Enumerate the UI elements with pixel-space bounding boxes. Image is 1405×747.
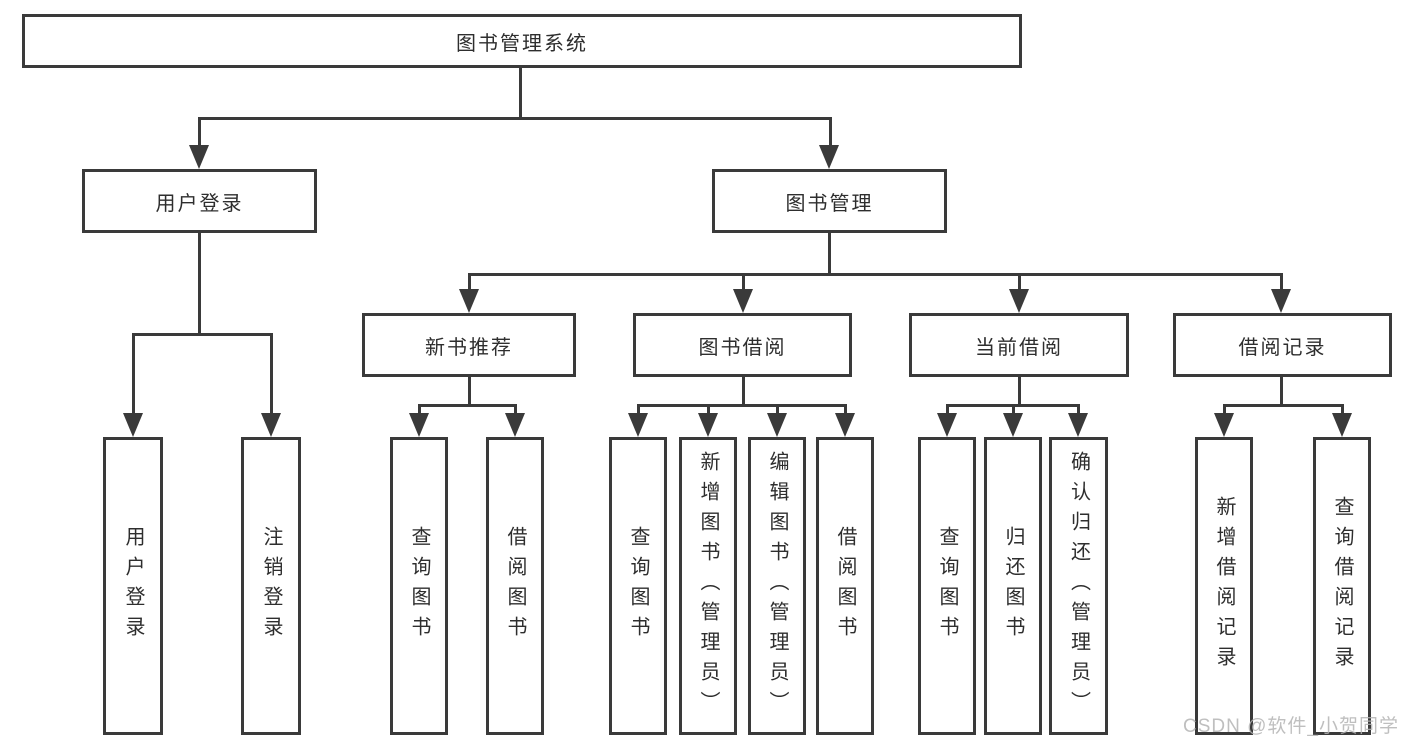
arrowhead-down-icon (459, 289, 479, 313)
arrowhead-down-icon (1332, 413, 1352, 437)
connector-vline (776, 404, 779, 416)
connector-vline (198, 232, 201, 336)
node-borrowing-records: 借阅记录 (1173, 313, 1392, 377)
node-user-login: 用户登录 (82, 169, 317, 233)
connector-hline (132, 333, 273, 336)
arrowhead-down-icon (1271, 289, 1291, 313)
leaf-label: 查询图书 (936, 526, 958, 646)
leaf-label: 查询借阅记录 (1331, 496, 1353, 676)
arrowhead-down-icon (1068, 413, 1088, 437)
connector-vline (1018, 376, 1021, 407)
connector-vline (468, 273, 471, 291)
connector-vline (468, 376, 471, 407)
arrowhead-down-icon (1003, 413, 1023, 437)
node-current-borrowing: 当前借阅 (909, 313, 1129, 377)
leaf-query-books: 查询图书 (609, 437, 667, 735)
connector-vline (418, 404, 421, 416)
arrowhead-down-icon (123, 413, 143, 437)
leaf-label: 用户登录 (122, 526, 144, 646)
leaf-label: 借阅图书 (834, 526, 856, 646)
arrowhead-down-icon (261, 413, 281, 437)
csdn-watermark: CSDN @软件_小贺同学 (1183, 716, 1399, 737)
leaf-add-borrow-record: 新增借阅记录 (1195, 437, 1253, 735)
node-library-management-system: 图书管理系统 (22, 14, 1022, 68)
connector-vline (946, 404, 949, 416)
leaf-query-books: 查询图书 (918, 437, 976, 735)
leaf-label: 借阅图书 (504, 526, 526, 646)
arrowhead-down-icon (628, 413, 648, 437)
arrowhead-down-icon (733, 289, 753, 313)
connector-vline (1341, 404, 1344, 416)
connector-vline (829, 117, 832, 149)
connector-hline (637, 404, 847, 407)
leaf-query-borrow-record: 查询借阅记录 (1313, 437, 1371, 735)
connector-vline (514, 404, 517, 416)
connector-vline (1223, 404, 1226, 416)
leaf-label: 编辑图书（管理员） (766, 451, 788, 721)
connector-vline (270, 333, 273, 415)
node-book-management: 图书管理 (712, 169, 947, 233)
leaf-borrow-books: 借阅图书 (816, 437, 874, 735)
connector-vline (1012, 404, 1015, 416)
node-label: 新书推荐 (425, 336, 513, 359)
leaf-label: 归还图书 (1002, 526, 1024, 646)
connector-vline (637, 404, 640, 416)
arrowhead-down-icon (698, 413, 718, 437)
connector-vline (519, 67, 522, 119)
connector-vline (1280, 273, 1283, 291)
connector-vline (132, 333, 135, 415)
node-label: 用户登录 (155, 192, 244, 215)
node-book-borrowing: 图书借阅 (633, 313, 852, 377)
connector-hline (468, 273, 1283, 276)
connector-vline (198, 117, 201, 149)
leaf-query-books: 查询图书 (390, 437, 448, 735)
leaf-label: 查询图书 (627, 526, 649, 646)
leaf-return-books: 归还图书 (984, 437, 1042, 735)
arrowhead-down-icon (767, 413, 787, 437)
node-label: 图书管理系统 (456, 32, 588, 55)
leaf-confirm-return-admin: 确认归还（管理员） (1049, 437, 1108, 735)
arrowhead-down-icon (1009, 289, 1029, 313)
node-new-book-recommendation: 新书推荐 (362, 313, 576, 377)
connector-hline (418, 404, 517, 407)
node-label: 当前借阅 (975, 336, 1063, 359)
connector-vline (844, 404, 847, 416)
node-label: 图书管理 (785, 192, 874, 215)
arrowhead-down-icon (937, 413, 957, 437)
leaf-label: 新增图书（管理员） (697, 451, 719, 721)
connector-vline (1077, 404, 1080, 416)
leaf-add-books-admin: 新增图书（管理员） (679, 437, 737, 735)
connector-vline (707, 404, 710, 416)
leaf-borrow-books: 借阅图书 (486, 437, 544, 735)
leaf-label: 注销登录 (260, 526, 282, 646)
leaf-label: 确认归还（管理员） (1067, 451, 1090, 721)
connector-hline (1223, 404, 1344, 407)
connector-hline (198, 117, 832, 120)
arrowhead-down-icon (189, 145, 209, 169)
connector-hline (946, 404, 1080, 407)
connector-vline (742, 376, 745, 407)
arrowhead-down-icon (1214, 413, 1234, 437)
connector-vline (828, 232, 831, 276)
node-label: 图书借阅 (698, 336, 787, 359)
node-label: 借阅记录 (1238, 336, 1327, 359)
arrowhead-down-icon (835, 413, 855, 437)
leaf-logout: 注销登录 (241, 437, 301, 735)
leaf-user-login: 用户登录 (103, 437, 163, 735)
connector-vline (1018, 273, 1021, 291)
arrowhead-down-icon (819, 145, 839, 169)
connector-vline (742, 273, 745, 291)
connector-vline (1280, 376, 1283, 407)
leaf-label: 查询图书 (408, 526, 430, 646)
leaf-label: 新增借阅记录 (1213, 496, 1235, 676)
arrowhead-down-icon (505, 413, 525, 437)
arrowhead-down-icon (409, 413, 429, 437)
leaf-edit-books-admin: 编辑图书（管理员） (748, 437, 806, 735)
